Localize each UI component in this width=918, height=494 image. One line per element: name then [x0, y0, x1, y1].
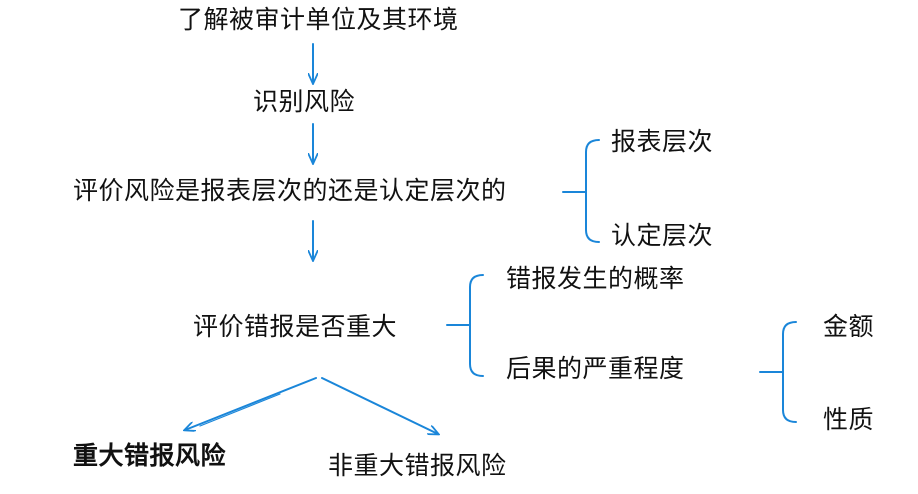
node-assess-material: 评价错报是否重大	[193, 312, 398, 341]
node-severity: 后果的严重程度	[506, 354, 685, 383]
node-nature: 性质	[823, 405, 875, 434]
brace-severity	[759, 321, 797, 423]
node-identify-risk: 识别风险	[253, 87, 356, 116]
brace-material	[446, 274, 484, 377]
node-assess-level: 评价风险是报表层次的还是认定层次的	[73, 176, 507, 205]
node-understand-entity: 了解被审计单位及其环境	[178, 5, 459, 34]
node-assertion-level: 认定层次	[611, 221, 714, 250]
node-probability: 错报发生的概率	[506, 264, 685, 293]
node-amount: 金额	[823, 312, 875, 341]
node-statement-level: 报表层次	[611, 127, 714, 156]
arrow-to-material-risk	[185, 377, 317, 430]
node-non-material-risk: 非重大错报风险	[328, 451, 507, 480]
arrow-to-non-material-risk	[321, 377, 438, 434]
arrow-to-material-risk-shadow	[199, 393, 281, 427]
brace-level	[562, 139, 600, 243]
node-material-risk: 重大错报风险	[73, 441, 227, 470]
